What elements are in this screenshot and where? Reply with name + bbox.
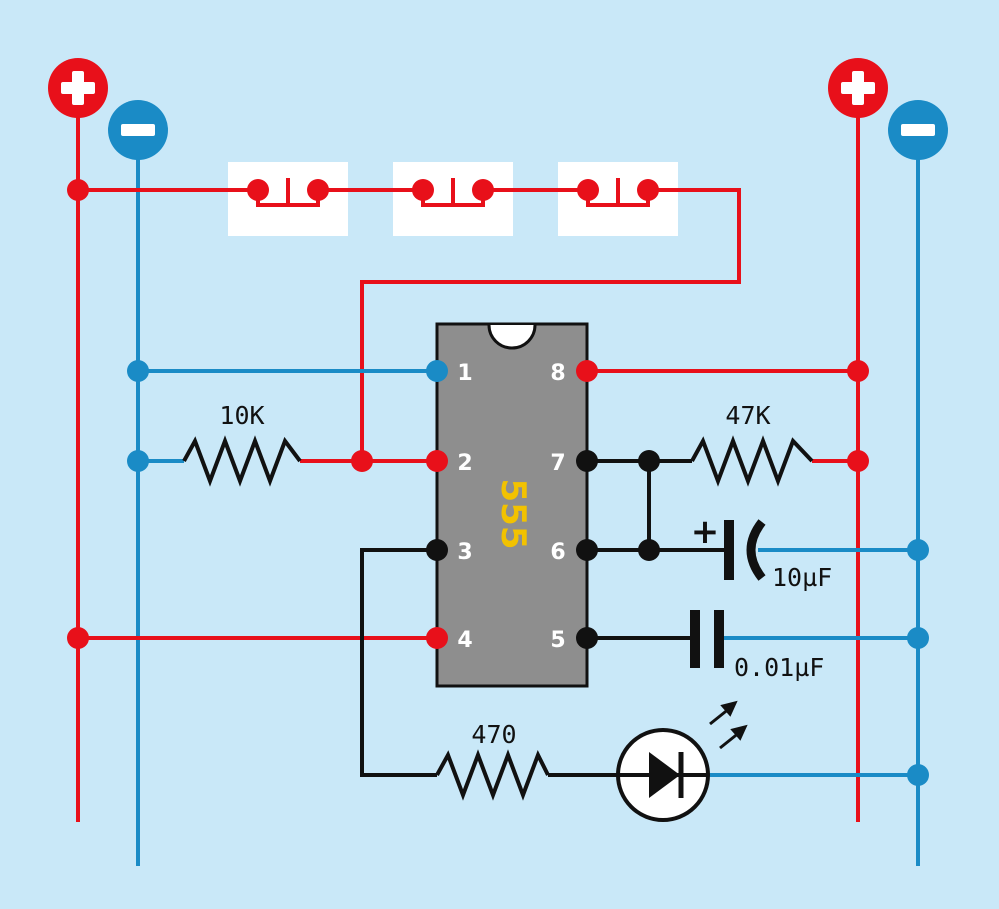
minus-terminal-icon: [888, 100, 948, 160]
resistor-10k-label: 10K: [219, 401, 264, 430]
capacitor-icon: [690, 610, 724, 668]
capacitor-10uf-label: 10µF: [772, 563, 832, 592]
capacitor-icon: [724, 519, 766, 581]
resistor-icon: [182, 435, 302, 487]
pin-3-label: 3: [457, 540, 472, 565]
plus-terminal-icon: [828, 58, 888, 118]
pin-5-label: 5: [550, 628, 565, 653]
ic-notch: [487, 324, 537, 350]
component-labels: 10K 47K 470 10µF + 0.01µF: [219, 401, 832, 749]
pin-1-label: 1: [457, 361, 472, 386]
resistors: [182, 435, 814, 801]
light-emission-arrows-icon: [709, 700, 748, 750]
plus-terminal-icon: [48, 58, 108, 118]
resistor-470-label: 470: [471, 720, 516, 749]
pin-8-label: 8: [550, 361, 565, 386]
capacitor-001uf-label: 0.01µF: [734, 653, 824, 682]
resistor-icon: [435, 749, 550, 801]
resistor-47k-label: 47K: [725, 401, 770, 430]
capacitor-polarity-label: +: [691, 512, 720, 552]
pin-7-label: 7: [550, 451, 565, 476]
led-icon: [616, 728, 710, 822]
minus-terminal-icon: [108, 100, 168, 160]
pin-2-label: 2: [457, 451, 472, 476]
ic-body: [435, 322, 589, 688]
ic-label: 555: [493, 479, 533, 550]
positive-wires: [78, 188, 858, 640]
ic-555: 555: [435, 322, 589, 688]
junction-dots: [67, 179, 929, 786]
capacitors: [690, 519, 766, 668]
ic-pin-numbers: 1 2 3 4 5 6 7 8: [457, 361, 565, 653]
pin-6-label: 6: [550, 540, 565, 565]
negative-wires: [138, 369, 918, 777]
pin-4-label: 4: [457, 628, 472, 653]
resistor-icon: [690, 435, 814, 487]
